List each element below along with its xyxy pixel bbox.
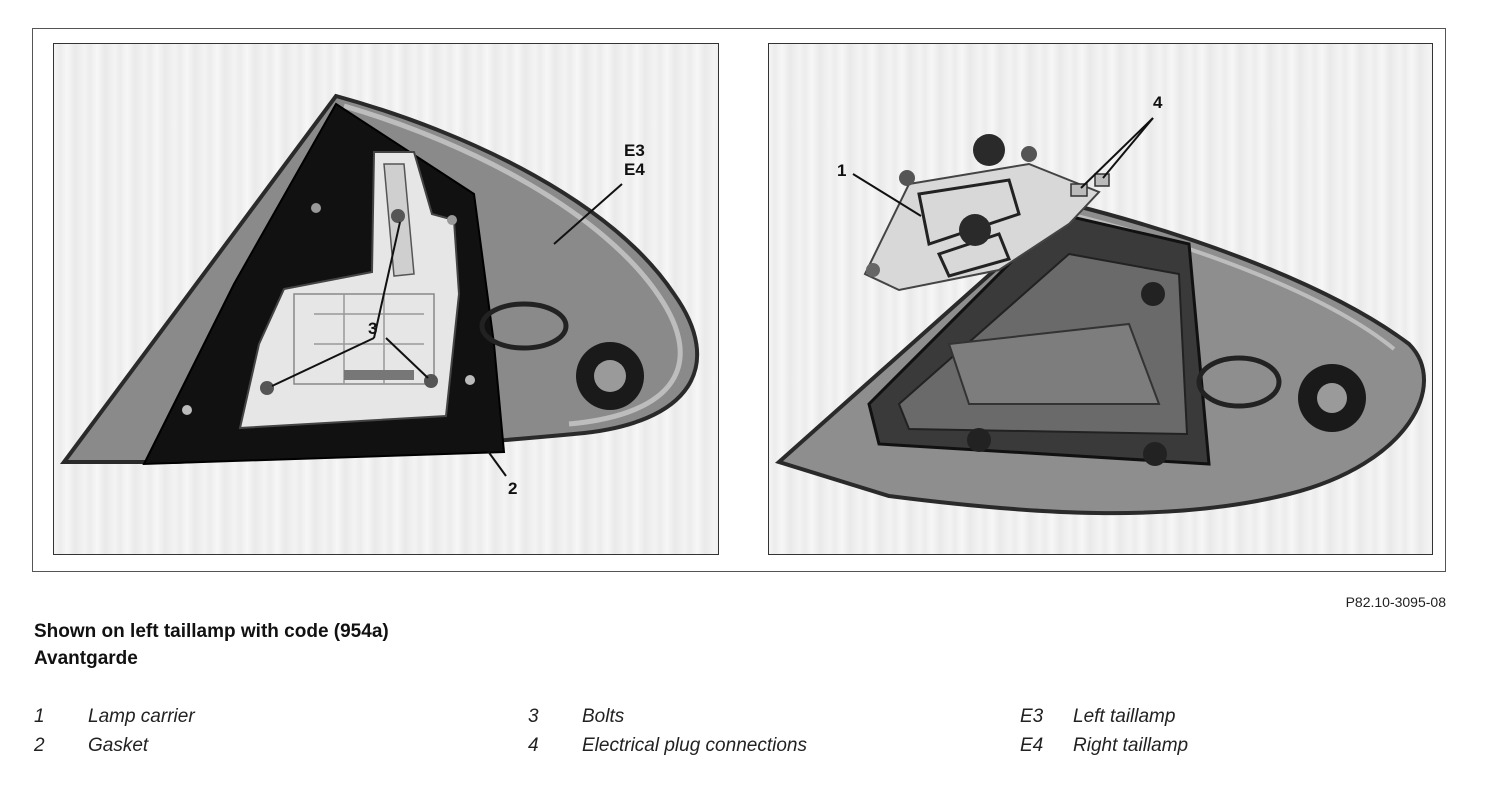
legend-number: 4 <box>528 735 539 756</box>
callout-e4: E4 <box>624 160 645 179</box>
legend-label: Bolts <box>582 706 625 727</box>
callout-4: 4 <box>1153 93 1163 112</box>
caption-line-1: Shown on left taillamp with code (954a) <box>34 621 389 642</box>
legend-number: E4 <box>1020 735 1044 756</box>
caption-line-2: Avantgarde <box>34 648 138 669</box>
legend-label: Lamp carrier <box>88 706 195 727</box>
legend-label: Electrical plug connections <box>582 735 807 756</box>
legend-number: 3 <box>528 706 539 727</box>
right-taillamp-illustration <box>775 117 1426 516</box>
figure-caption: Shown on left taillamp with code (954a) … <box>34 618 389 672</box>
legend: 1 Lamp carrier 2 Gasket 3 Bolts 4 Electr… <box>0 702 1508 772</box>
legend-number: 2 <box>34 735 45 756</box>
legend-label: Right taillamp <box>1073 735 1189 756</box>
callout-e3: E3 <box>624 141 645 160</box>
callout-3: 3 <box>368 319 378 338</box>
callout-1: 1 <box>837 161 847 180</box>
figure-frame: E3 E4 3 2 <box>32 28 1446 572</box>
callout-2: 2 <box>508 479 518 498</box>
right-taillamp-photo: 1 4 <box>768 43 1433 555</box>
legend-label: Gasket <box>88 735 149 756</box>
legend-number: 1 <box>34 706 45 727</box>
legend-label: Left taillamp <box>1073 706 1176 727</box>
left-taillamp-illustration <box>60 93 700 477</box>
reference-code: P82.10-3095-08 <box>1345 594 1446 610</box>
left-taillamp-photo: E3 E4 3 2 <box>53 43 719 555</box>
legend-number: E3 <box>1020 706 1044 727</box>
